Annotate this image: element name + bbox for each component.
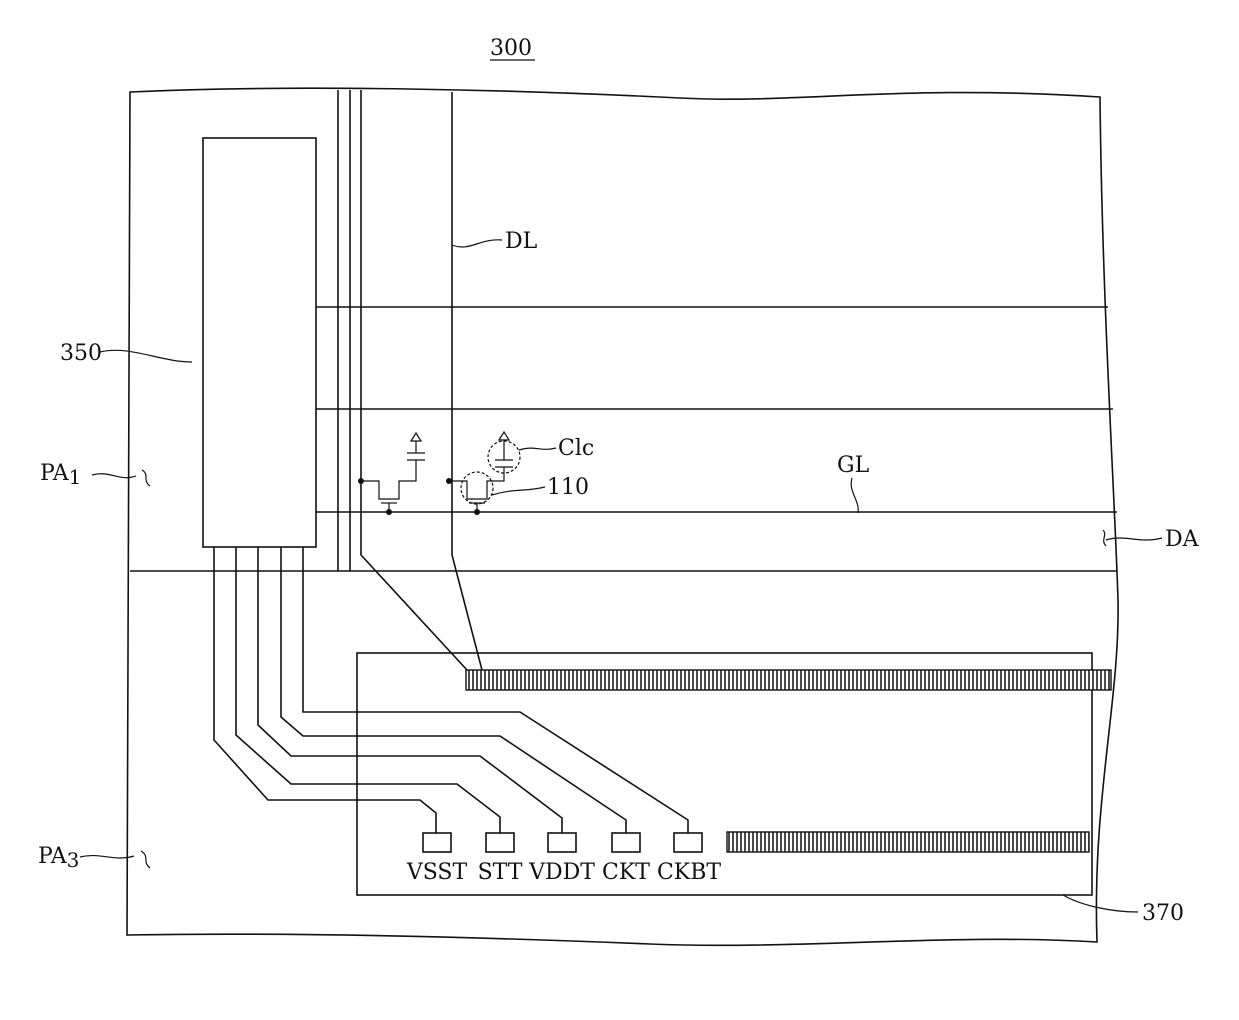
pad-ckbt: [674, 833, 702, 852]
figure-number: 300: [490, 36, 532, 61]
squiggle-da: [1103, 530, 1106, 546]
pad-label-vsst: VSST: [406, 860, 468, 885]
pixel-2-capacitor: [488, 432, 520, 473]
data-pad-bar: [466, 670, 1111, 690]
pixel-1-capacitor: [407, 433, 425, 460]
label-370: 370: [1142, 901, 1184, 926]
pad-label-vddt: VDDT: [528, 860, 595, 885]
label-pa1: PA1: [40, 461, 81, 489]
label-clc: Clc: [558, 436, 594, 461]
squiggle-pa3: [141, 851, 150, 868]
pad-label-ckt: CKT: [602, 860, 650, 885]
gate-driver-block: [203, 138, 316, 547]
second-pad-bar: [727, 832, 1089, 852]
pixel-1-transistor: [358, 460, 416, 515]
label-110: 110: [547, 475, 589, 500]
squiggle-pa1: [142, 470, 150, 486]
pad-vddt: [548, 833, 576, 852]
leader-da: [1106, 538, 1162, 540]
label-350: 350: [60, 341, 102, 366]
pad-stt: [486, 833, 514, 852]
leader-dl: [452, 240, 502, 247]
pixel-2-transistor: [446, 467, 504, 515]
leader-pa3: [80, 856, 134, 858]
label-gl: GL: [837, 453, 870, 478]
label-pa3: PA3: [38, 844, 79, 872]
leader-370: [1063, 895, 1138, 912]
label-dl: DL: [505, 229, 538, 254]
wire-vsst: [214, 547, 436, 833]
pad-label-stt: STT: [478, 860, 523, 885]
leader-350: [100, 350, 192, 362]
leader-gl: [851, 478, 858, 513]
pad-ckt: [612, 833, 640, 852]
label-da: DA: [1165, 527, 1200, 552]
pad-label-ckbt: CKBT: [657, 860, 721, 885]
leader-110: [492, 487, 545, 495]
pad-vsst: [423, 833, 451, 852]
data-line-2: [452, 92, 482, 670]
leader-clc: [519, 448, 556, 450]
data-line-1: [361, 90, 467, 670]
